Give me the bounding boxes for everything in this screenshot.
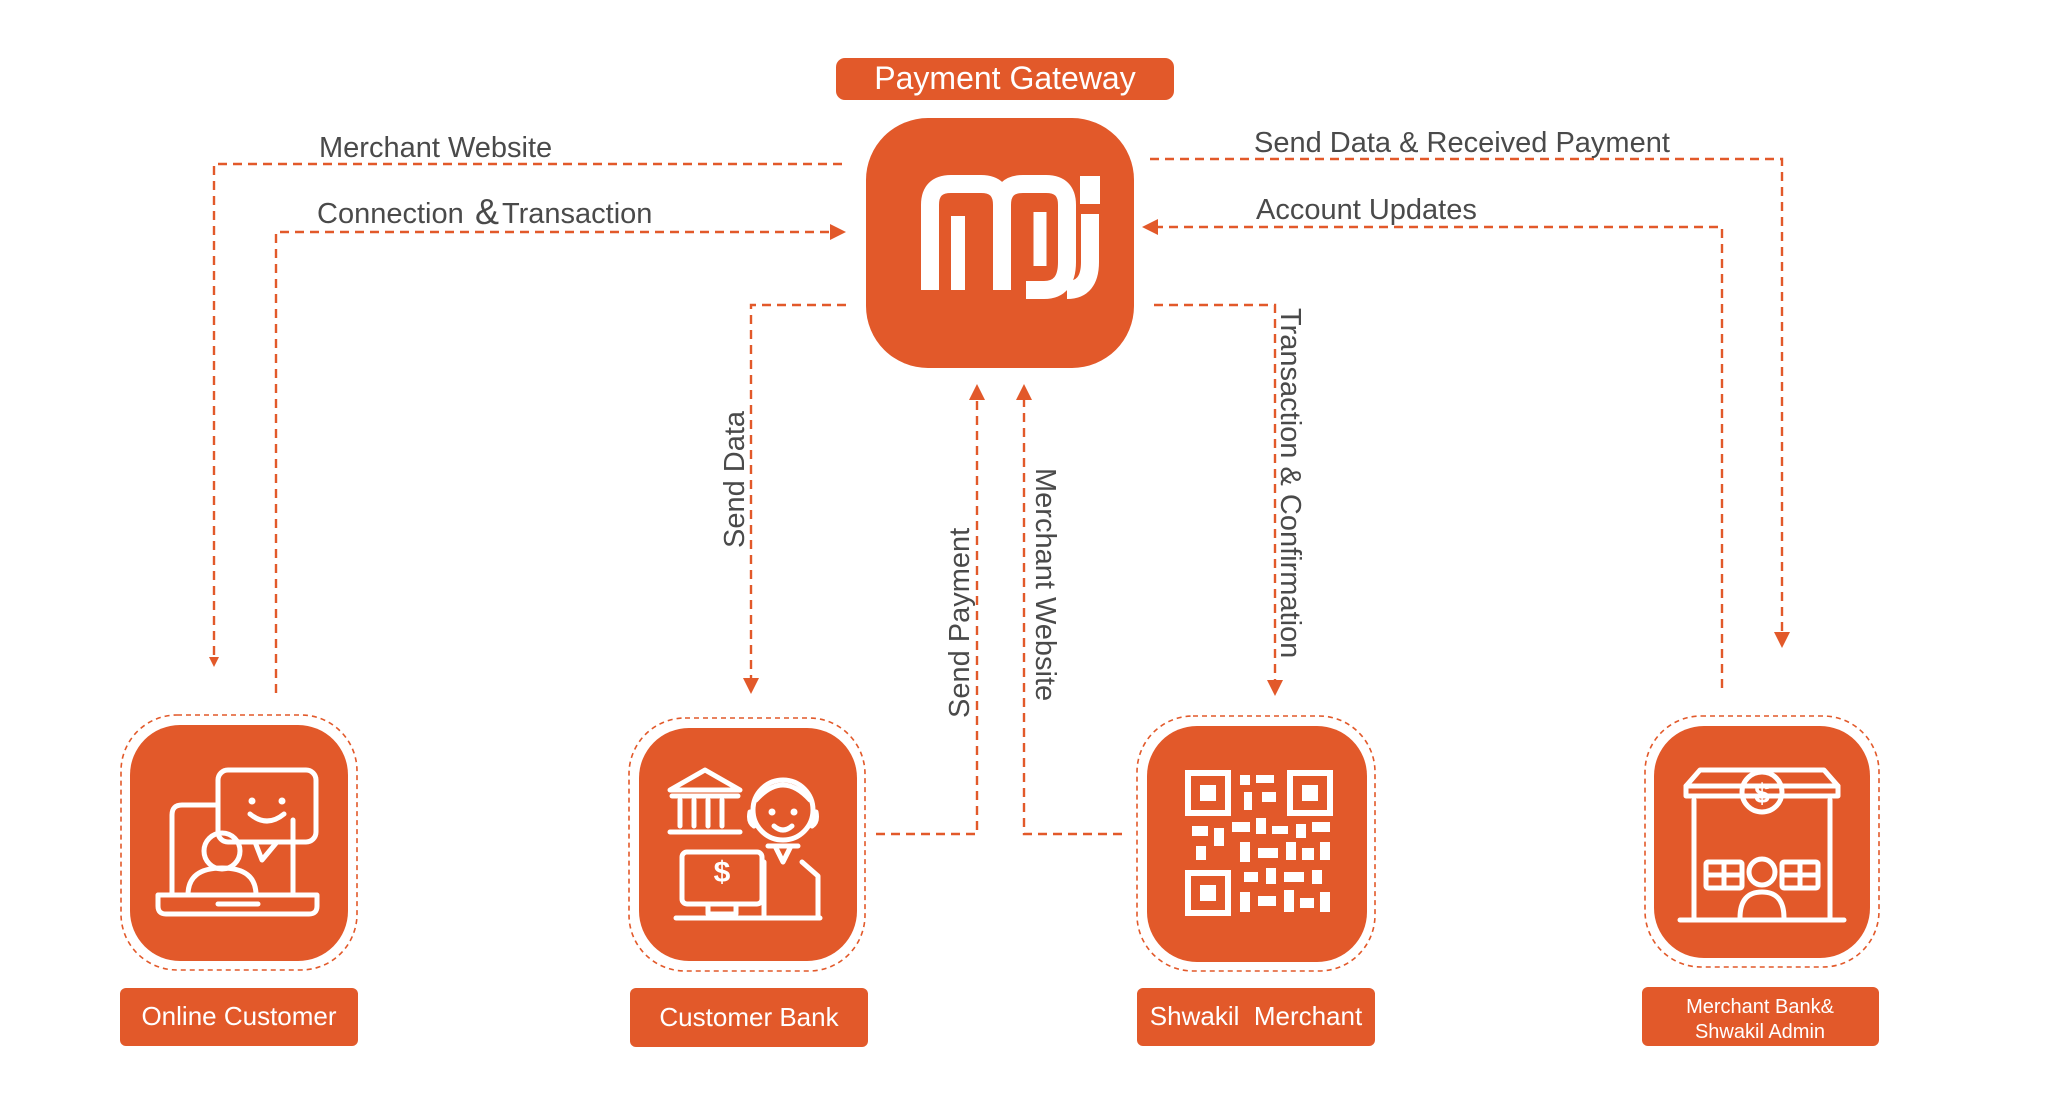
arrow-send-data-received-payment bbox=[1150, 157, 1790, 648]
node-tile bbox=[1654, 726, 1870, 958]
node-label-badge bbox=[1642, 987, 1879, 1046]
label-send-data: Send Data bbox=[719, 410, 751, 548]
node-outline bbox=[120, 714, 358, 971]
node-tile bbox=[1147, 726, 1367, 962]
arrow-send-payment bbox=[876, 384, 985, 836]
bank-agent-icon: $ bbox=[667, 767, 823, 921]
label-connection-prefix: Connection bbox=[317, 198, 464, 230]
node-label-merchant-bank-line2: Shwakil Admin bbox=[1695, 1021, 1825, 1043]
node-tile bbox=[639, 728, 857, 961]
arrow-send-data bbox=[743, 303, 846, 694]
arrow-transaction-confirmation bbox=[1154, 303, 1283, 696]
label-connection-text: Transaction bbox=[502, 198, 652, 230]
node-customer-bank: $ Customer Bank bbox=[628, 717, 868, 1047]
gateway-title-badge: Payment Gateway bbox=[836, 58, 1174, 100]
node-label-online-customer: Online Customer bbox=[141, 1001, 336, 1031]
node-label-badge bbox=[630, 988, 868, 1047]
svg-text:$: $ bbox=[1754, 778, 1770, 809]
label-send-payment: Send Payment bbox=[944, 528, 976, 718]
arrow-account-updates bbox=[1142, 219, 1724, 688]
label-connection-transaction: Connection & Transaction bbox=[317, 191, 652, 232]
connectors bbox=[209, 157, 1790, 836]
label-transaction-confirmation: Transaction & Confirmation bbox=[1274, 308, 1306, 658]
node-label-badge bbox=[120, 988, 358, 1046]
node-online-customer: Online Customer bbox=[120, 714, 358, 1046]
node-outline bbox=[628, 717, 866, 972]
label-send-data-received-payment: Send Data & Received Payment bbox=[1254, 127, 1670, 159]
node-label-shwakil-merchant: Shwakil Merchant bbox=[1150, 1001, 1363, 1031]
shwakil-logo-icon bbox=[866, 118, 1134, 368]
arrow-connection-transaction bbox=[274, 224, 846, 693]
svg-text:$: $ bbox=[714, 856, 731, 889]
node-label-merchant-bank-line1: Merchant Bank& bbox=[1686, 996, 1835, 1018]
qr-code-icon bbox=[1185, 770, 1333, 916]
node-outline bbox=[1136, 715, 1376, 972]
label-merchant-website-left: Merchant Website bbox=[319, 132, 552, 164]
laptop-chat-user-icon bbox=[155, 767, 320, 917]
arrow-merchant-website-left bbox=[209, 162, 842, 667]
label-account-updates: Account Updates bbox=[1256, 194, 1477, 226]
node-merchant-bank: $ Merchant Bank& Shwakil Admin bbox=[1642, 715, 1880, 1046]
storefront-icon: $ bbox=[1677, 767, 1847, 923]
gateway-title-background bbox=[836, 58, 1174, 100]
label-merchant-website-vertical: Merchant Website bbox=[1029, 468, 1061, 701]
node-label-customer-bank: Customer Bank bbox=[659, 1002, 839, 1032]
label-connection-ampersand: & bbox=[475, 191, 499, 232]
node-outline bbox=[1644, 715, 1880, 968]
gateway-title: Payment Gateway bbox=[874, 60, 1135, 96]
node-label-badge bbox=[1137, 988, 1375, 1046]
arrow-merchant-website-vertical bbox=[1016, 384, 1122, 836]
node-shwakil-merchant: Shwakil Merchant bbox=[1136, 715, 1376, 1046]
